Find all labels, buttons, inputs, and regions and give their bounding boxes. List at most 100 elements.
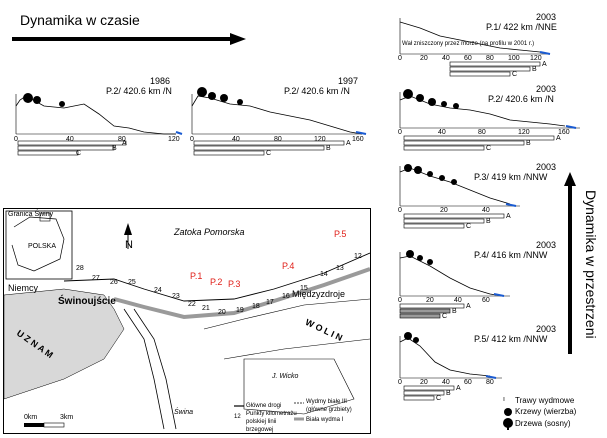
tick-label: 80 [478, 129, 486, 136]
bar-letter-a: A [466, 303, 471, 310]
tick-label: 20 [420, 55, 428, 62]
km-label: 27 [92, 275, 100, 282]
label-swinoujscie: Świnoujście [58, 296, 116, 307]
bar-letter-b: B [452, 308, 457, 315]
km-label: 16 [282, 293, 290, 300]
profile-label: P.2/ 420.6 km /N [488, 94, 554, 104]
bar-letter-c: C [76, 150, 82, 157]
profile-label: P.2/ 420.6 km /N [284, 86, 350, 96]
tick-label: 120 [530, 55, 542, 62]
profile-year: 1986 [150, 76, 171, 86]
profile-p4-2003: 2003 P.4/ 416 km /NNW 0 20 40 60 A B C [390, 238, 556, 320]
legend-shrub-icon [504, 408, 512, 416]
tick-label: 40 [442, 379, 450, 386]
profile-chart [399, 332, 502, 401]
bar-letter-c: C [486, 145, 492, 152]
km-label: 26 [110, 279, 118, 286]
bar-letter-a: A [122, 140, 127, 147]
km-label: 22 [188, 301, 196, 308]
profile-label: P.5/ 412 km /NNW [474, 334, 548, 344]
bar-letter-b: B [326, 145, 331, 152]
km-label: 25 [128, 279, 136, 286]
profile-p3-2003: 2003 P.3/ 419 km /NNW 0 20 40 A B C [390, 158, 556, 238]
title-space: Dynamika w przestrzeni [583, 190, 599, 339]
scale-three: 3km [60, 414, 74, 421]
label-jwicko: J. Wicko [272, 373, 299, 380]
bar-letter-c: C [442, 313, 448, 320]
inset-country: POLSKA [28, 243, 57, 250]
tick-label: 0 [398, 207, 402, 214]
tick-label: 20 [426, 297, 434, 304]
km-label: 18 [252, 303, 260, 310]
inset-border-label: Granica Świny [8, 211, 54, 218]
bar-letter-b: B [526, 140, 531, 147]
tick-label: 80 [486, 55, 494, 62]
tick-label: 0 [190, 136, 194, 143]
km-label: 14 [320, 271, 328, 278]
legend-tree-icon [503, 418, 513, 430]
km-label: 15 [300, 285, 308, 292]
tick-label: 20 [420, 379, 428, 386]
bar-letter-b: B [532, 66, 537, 73]
bar-letter-a: A [456, 385, 461, 392]
map-drawing [3, 210, 371, 430]
km-label: 24 [154, 287, 162, 294]
profile-p1-2003: 2003 P.1/ 422 km /NNE Wał zniszczony prz… [390, 10, 570, 90]
tick-label: 20 [440, 207, 448, 214]
km-label: 20 [218, 309, 226, 316]
tick-label: 40 [454, 297, 462, 304]
north-label: N [125, 239, 133, 251]
tick-label: 160 [352, 136, 364, 143]
profile-year: 2003 [536, 240, 557, 250]
label-bay: Zatoka Pomorska [174, 227, 245, 237]
profile-chart [191, 87, 367, 156]
tick-label: 0 [14, 136, 18, 143]
point-label-p5: P.5 [334, 229, 347, 239]
profile-chart [399, 250, 510, 319]
bar-letter-c: C [436, 395, 442, 402]
tick-label: 160 [558, 129, 570, 136]
bar-letter-b: B [486, 218, 491, 225]
tick-label: 60 [464, 379, 472, 386]
km-label: 12 [354, 253, 362, 260]
km-label: 17 [266, 299, 274, 306]
bar-letter-b: B [446, 390, 451, 397]
profile-year: 2003 [536, 324, 557, 334]
tick-label: 40 [438, 129, 446, 136]
profile-chart [399, 164, 520, 229]
tick-label: 100 [508, 55, 520, 62]
bar-letter-a: A [346, 140, 351, 147]
point-label-p2: P.2 [210, 277, 223, 287]
tick-label: 0 [398, 379, 402, 386]
tick-label: 40 [482, 207, 490, 214]
bar-letter-a: A [556, 135, 561, 142]
profile-year: 2003 [536, 84, 557, 94]
legend-shrub: Krzewy (wierzba) [515, 407, 577, 416]
profile-p2-2003: 2003 P.2/ 420.6 km /N 0 40 80 120 160 A … [390, 84, 590, 156]
tick-label: 40 [442, 55, 450, 62]
point-label-p1: P.1 [190, 271, 203, 281]
tick-label: 0 [398, 297, 402, 304]
profile-year: 1997 [338, 76, 359, 86]
tick-label: 80 [274, 136, 282, 143]
profile-label: P.1/ 422 km /NNE [486, 22, 557, 32]
profile-p2-1997: 1997 P.2/ 420.6 km /N 0 40 80 120 160 A … [180, 76, 370, 158]
tick-label: 120 [168, 136, 180, 143]
legend-grass-icon: ı [503, 396, 505, 403]
legend-km-marker: 12 [234, 414, 241, 420]
tick-label: 80 [118, 136, 126, 143]
profile-label: P.2/ 420.6 km /N [106, 86, 172, 96]
profile-year: 2003 [536, 162, 557, 172]
legend-grass: Trawy wydmowe [515, 396, 575, 405]
bar-letter-c: C [466, 223, 472, 230]
tick-label: 80 [486, 379, 494, 386]
km-label: 28 [76, 265, 84, 272]
bar-letter-b: B [112, 145, 117, 152]
tick-label: 60 [482, 297, 490, 304]
label-niemcy: Niemcy [8, 283, 39, 293]
tick-label: 120 [518, 129, 530, 136]
bar-letter-c: C [512, 71, 518, 78]
bar-letter-a: A [506, 213, 511, 220]
point-label-p3: P.3 [228, 279, 241, 289]
arrow-right-icon [12, 33, 246, 45]
